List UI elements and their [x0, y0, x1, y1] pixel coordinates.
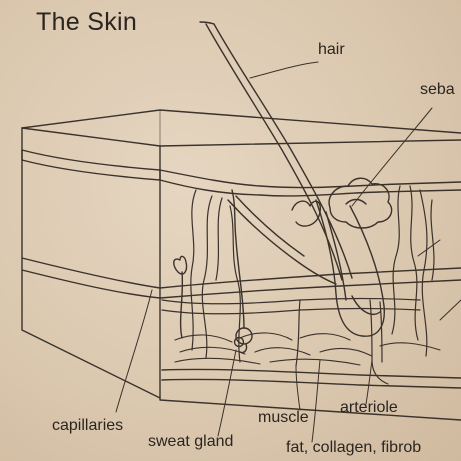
blood-vessels: [162, 186, 434, 384]
label-leader-lines: [116, 62, 461, 442]
label-sebaceous-gland: seba: [420, 82, 455, 98]
page-title: The Skin: [36, 10, 137, 35]
label-capillaries: capillaries: [52, 418, 123, 434]
label-fat-collagen: fat, collagen, fibrob: [286, 440, 421, 456]
sweat-glands: [174, 190, 252, 353]
label-hair: hair: [318, 42, 345, 58]
skin-block-outline: [22, 110, 461, 420]
epidermis-layers: [22, 150, 461, 196]
dermis-boundaries: [22, 258, 461, 388]
label-sweat-gland: sweat gland: [148, 434, 233, 450]
fat-lobules: [175, 333, 440, 365]
label-arteriole: arteriole: [340, 400, 398, 416]
label-muscle: muscle: [258, 410, 309, 426]
sebaceous-gland: [292, 178, 392, 228]
